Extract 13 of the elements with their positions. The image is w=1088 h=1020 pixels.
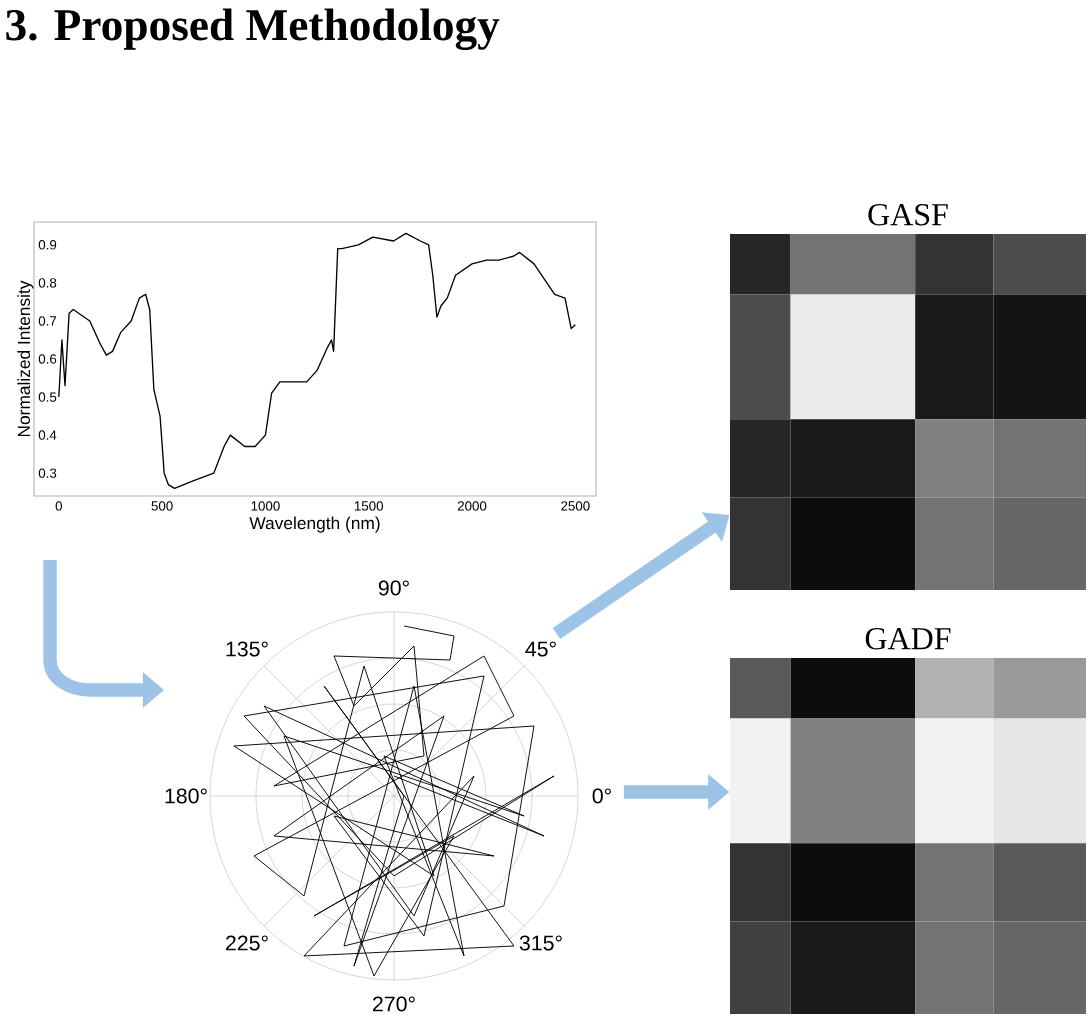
angle-label: 315° xyxy=(519,935,562,951)
angle-label: 135° xyxy=(226,641,268,657)
angle-label: 0° xyxy=(592,788,611,804)
angle-label: 90° xyxy=(378,580,409,596)
angle-label: 45° xyxy=(525,641,556,657)
title: 3. Proposed Methodology xyxy=(6,8,500,50)
angle-label: 225° xyxy=(226,935,268,951)
angle-label: 180° xyxy=(165,788,207,804)
image-heading: GADF xyxy=(865,627,951,650)
angle-label: 270° xyxy=(373,996,415,1012)
image-heading: GASF xyxy=(868,203,948,226)
axis-label: Wavelength (nm) xyxy=(249,516,380,533)
axis-label: Normalized Intensity xyxy=(17,280,34,437)
